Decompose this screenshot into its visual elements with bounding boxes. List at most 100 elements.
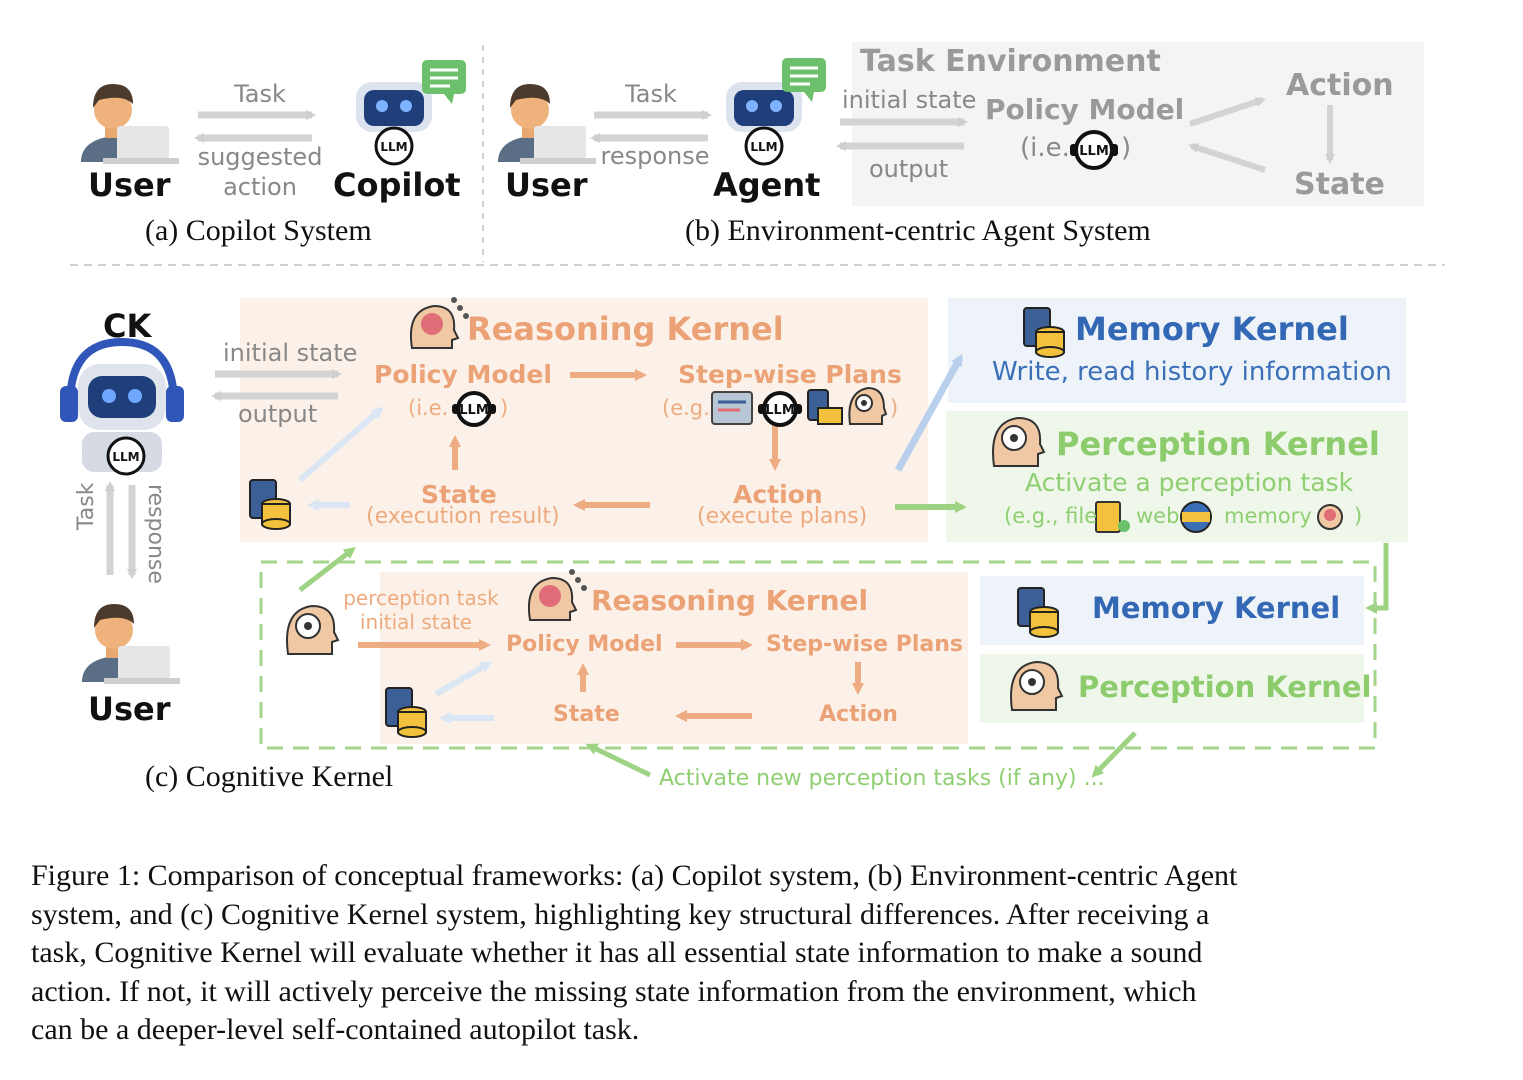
perception-eg-close: ) — [1354, 504, 1363, 528]
policy-model-c: Policy Model — [374, 360, 552, 389]
perception-eg-file: (e.g., file — [1004, 504, 1098, 528]
activate-right-arrow — [1091, 731, 1137, 778]
inner-stepwise-plans: Step-wise Plans — [766, 632, 963, 657]
eg-suffix-c: ) — [890, 396, 899, 420]
inner-perception-kernel: Perception Kernel — [1078, 670, 1372, 704]
caption-c: (c) Cognitive Kernel — [145, 760, 394, 793]
caption-line-3: task, Cognitive Kernel will evaluate whe… — [31, 936, 1203, 969]
inner-action: Action — [819, 702, 898, 727]
perception-eg-web: web — [1136, 504, 1180, 528]
copilot-label: Copilot — [333, 166, 461, 204]
ck-label: CK — [103, 307, 152, 345]
llm-text: LLM — [1079, 144, 1109, 159]
state-label-b: State — [1294, 167, 1385, 202]
user-label-b: User — [505, 166, 588, 204]
ie-suffix-c: ) — [500, 396, 509, 420]
caption-line-5: can be a deeper-level self-contained aut… — [31, 1013, 640, 1046]
caption-line-1: Figure 1: Comparison of conceptual frame… — [31, 859, 1238, 892]
web-globe-icon — [1180, 501, 1212, 533]
caption-a: (a) Copilot System — [145, 214, 372, 247]
user-label-c: User — [88, 690, 171, 728]
ck-robot-icon: LLM — [60, 337, 184, 476]
llm-text: LLM — [112, 450, 139, 464]
llm-text: LLM — [765, 403, 795, 418]
perception-eg-memory: memory — [1224, 504, 1312, 528]
task-environment-title: Task Environment — [860, 44, 1161, 79]
task-label-c: Task — [74, 482, 99, 530]
user-label-a: User — [88, 166, 171, 204]
state-label-c: State — [421, 480, 497, 509]
memory-kernel-title: Memory Kernel — [1075, 310, 1349, 348]
caption-line-2: system, and (c) Cognitive Kernel system,… — [31, 897, 1210, 931]
caption-line-4: action. If not, it will actively perceiv… — [31, 974, 1197, 1008]
response-label-b: response — [600, 142, 710, 170]
inner-memory-kernel: Memory Kernel — [1092, 591, 1341, 625]
perception-head-plans-icon — [848, 386, 888, 425]
database-icon-plans — [807, 389, 843, 425]
database-icon-inner-memory — [1017, 587, 1059, 638]
inner-perception-task: perception task — [343, 586, 499, 610]
inner-state: State — [553, 702, 620, 727]
ie-prefix-c: (i.e. — [408, 396, 449, 420]
task-label-a: Task — [234, 80, 286, 108]
action-label-a: action — [223, 173, 297, 201]
initial-state-label-c: initial state — [223, 339, 358, 367]
perception-head-inner-icon — [286, 604, 340, 655]
perception-to-inner-arrow — [1365, 543, 1389, 614]
reasoning-kernel-title: Reasoning Kernel — [467, 310, 784, 348]
copilot-robot-icon: LLM — [356, 60, 466, 166]
activate-left-arrow — [585, 743, 652, 778]
agent-robot-icon: LLM — [726, 58, 826, 166]
ie-suffix-b: ) — [1121, 133, 1132, 163]
database-icon-reasoning — [249, 479, 291, 530]
code-icon-plans — [711, 391, 753, 425]
policy-to-action-arrow — [1189, 97, 1266, 127]
llm-badge-b-icon: LLM — [1070, 130, 1118, 170]
inner-to-outer-arrow — [298, 546, 356, 592]
inner-reasoning-kernel: Reasoning Kernel — [591, 584, 869, 617]
task-label-b: Task — [625, 80, 677, 108]
llm-badge-c-icon: LLM — [452, 391, 496, 427]
database-icon-inner — [385, 687, 427, 738]
database-icon-memory — [1023, 307, 1065, 358]
eg-prefix-c: (e.g. — [662, 396, 710, 420]
initial-state-label-b: initial state — [842, 86, 977, 114]
inner-memory-to-policy — [434, 661, 493, 697]
llm-text: LLM — [459, 403, 489, 418]
state-sub-c: (execution result) — [366, 504, 560, 529]
perception-head-icon — [992, 416, 1046, 467]
state-to-policy-arrow — [1188, 143, 1266, 173]
output-label-b: output — [869, 155, 949, 183]
user-icon-a — [81, 84, 179, 164]
figure-caption: Figure 1: Comparison of conceptual frame… — [31, 857, 1501, 1050]
inner-initial-state: initial state — [359, 610, 473, 634]
brain-head-icon — [410, 297, 469, 349]
action-sub-c: (execute plans) — [697, 504, 868, 529]
agent-label: Agent — [713, 166, 821, 204]
perception-head-inner-kernel-icon — [1010, 660, 1064, 711]
action-label-c: Action — [733, 480, 823, 509]
memory-to-policy-arrow — [298, 406, 384, 483]
llm-text: LLM — [750, 140, 777, 154]
suggested-label-a: suggested — [197, 143, 323, 171]
response-label-c: response — [143, 484, 168, 584]
stepwise-plans-c: Step-wise Plans — [678, 360, 902, 389]
policy-model-b: Policy Model — [985, 93, 1185, 126]
user-icon-b — [498, 84, 596, 164]
llm-text: LLM — [380, 140, 407, 154]
file-icon — [1095, 501, 1130, 533]
output-label-c: output — [238, 400, 318, 428]
perception-kernel-sub: Activate a perception task — [1025, 468, 1354, 497]
user-icon-c — [82, 604, 180, 684]
memory-kernel-sub: Write, read history information — [992, 357, 1392, 387]
ie-prefix-b: (i.e. — [1020, 133, 1070, 163]
inner-dashed-box — [259, 560, 1377, 750]
action-to-memory-arrow — [894, 353, 964, 472]
caption-b: (b) Environment-centric Agent System — [685, 214, 1151, 247]
activate-new-label: Activate new perception tasks (if any) .… — [659, 766, 1105, 791]
inner-brain-head-icon — [528, 569, 587, 621]
action-label-b: Action — [1286, 68, 1394, 103]
memory-brain-icon — [1317, 504, 1343, 530]
perception-kernel-title: Perception Kernel — [1056, 425, 1380, 463]
